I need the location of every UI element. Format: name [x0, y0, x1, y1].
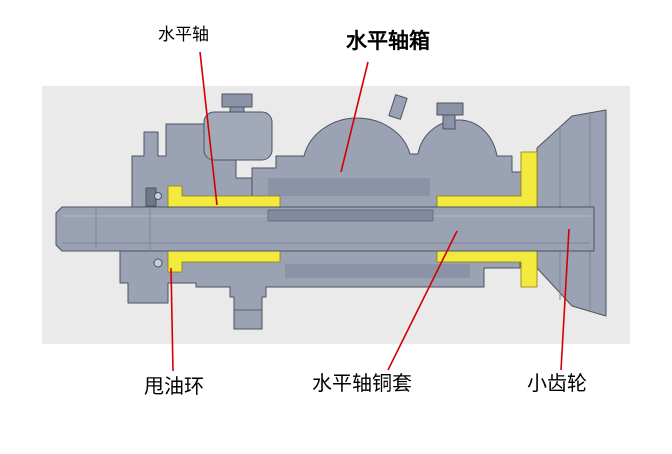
left-bearing-cap — [203, 111, 273, 161]
oil-hole-top — [154, 192, 162, 200]
shaft-keyway — [267, 209, 434, 222]
leader-line-horizontal-shaft — [199, 51, 218, 206]
horizontal-shaft-body — [55, 206, 595, 252]
leader-line-housing — [340, 61, 369, 173]
leader-line-oil-slinger — [170, 267, 174, 372]
assembly-section — [55, 93, 607, 330]
label-horizontal-shaft-bronze-sleeve: 水平轴铜套 — [312, 373, 412, 395]
upper-housing-cavity — [268, 178, 430, 196]
leader-lines — [170, 51, 570, 372]
right-bolt-shank — [442, 114, 456, 130]
leader-line-pinion — [560, 228, 570, 371]
right-bolt-head — [436, 102, 464, 116]
leader-line-bronze-sleeve — [387, 230, 458, 371]
label-pinion-gear: 小齿轮 — [527, 373, 587, 395]
top-pin — [388, 94, 408, 120]
lower-housing-cavity — [285, 264, 470, 278]
label-horizontal-shaft-housing: 水平轴箱 — [346, 30, 430, 53]
label-oil-slinger-ring: 甩油环 — [144, 376, 204, 398]
label-horizontal-shaft: 水平轴 — [158, 25, 209, 44]
left-bolt-head — [221, 93, 253, 108]
oil-hole-bottom — [153, 258, 163, 268]
